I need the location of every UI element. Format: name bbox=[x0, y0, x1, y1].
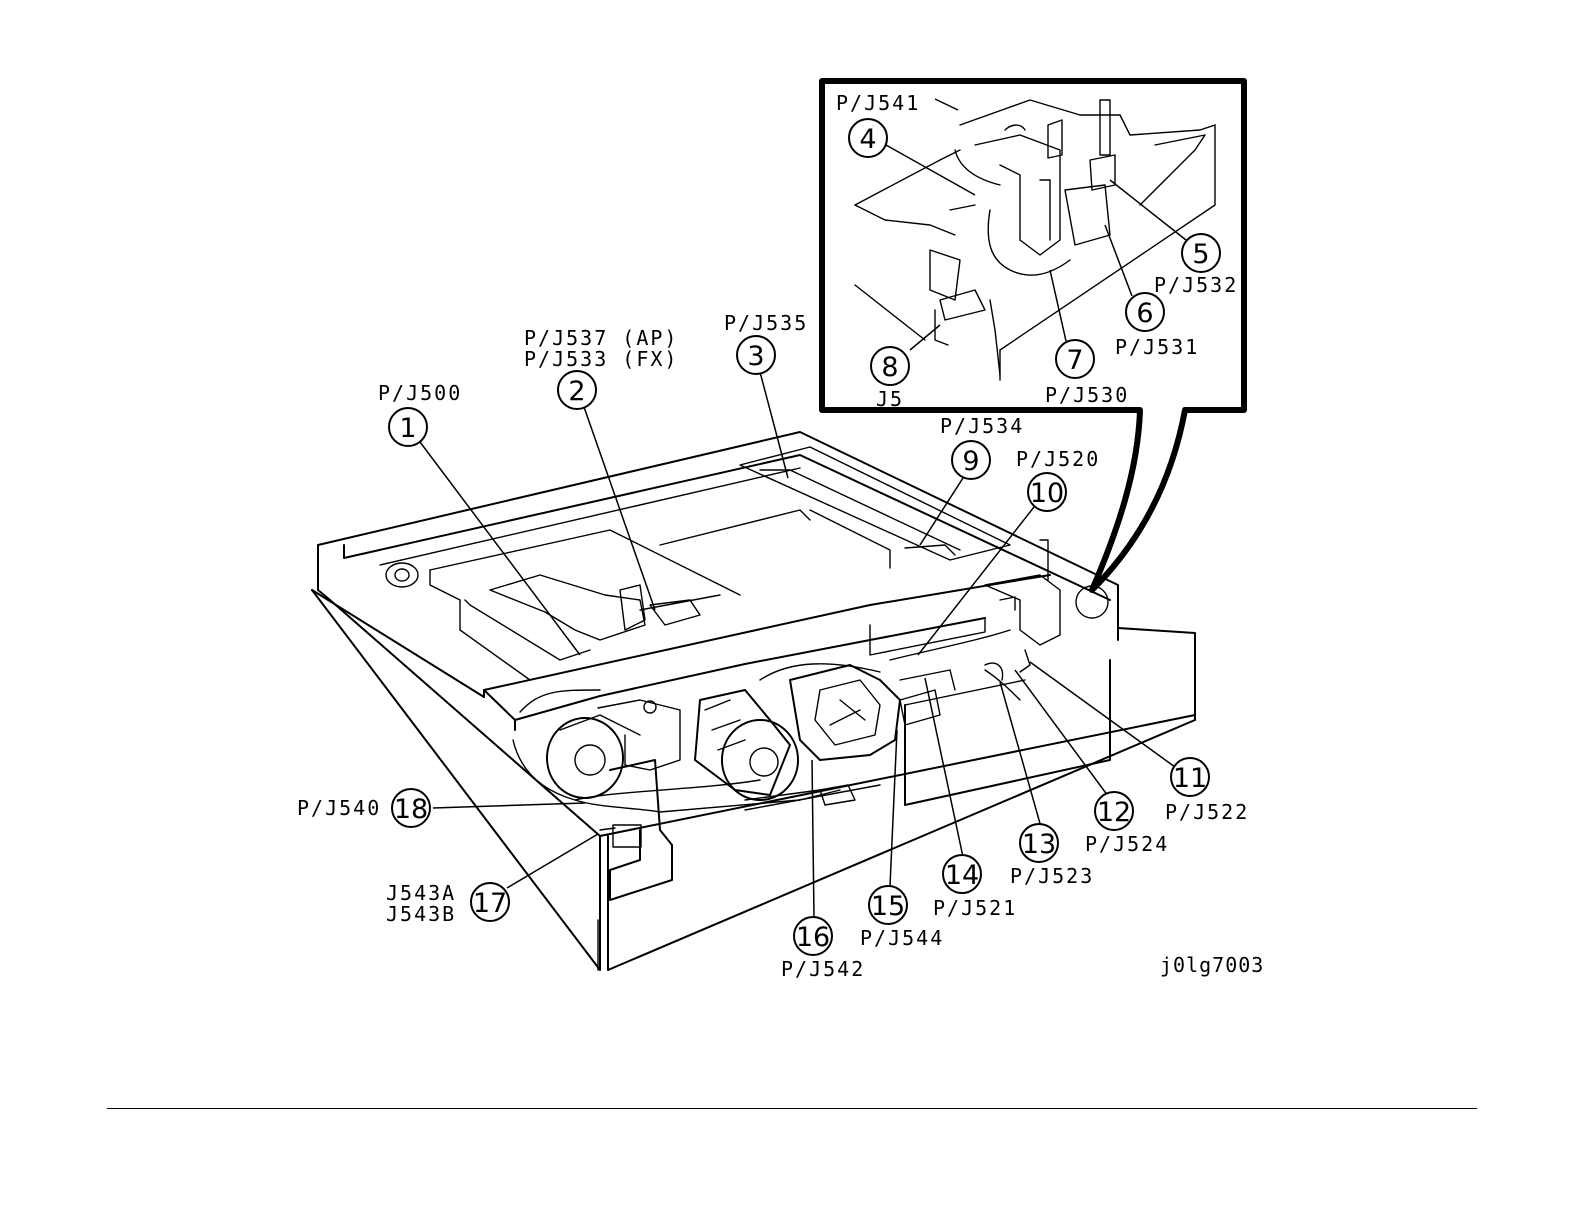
callout-number: 7 bbox=[1066, 345, 1083, 376]
callout-12: 12 P/J524 bbox=[1085, 792, 1169, 856]
connector-label: P/J530 bbox=[1045, 383, 1129, 407]
callout-number: 4 bbox=[859, 124, 876, 155]
connector-label: P/J535 bbox=[724, 311, 808, 335]
callout-3: 3 P/J535 bbox=[724, 311, 808, 374]
connector-label: P/J541 bbox=[836, 91, 920, 115]
callout-number: 5 bbox=[1192, 239, 1209, 270]
connector-label: P/J520 bbox=[1016, 447, 1100, 471]
callout-1: 1 P/J500 bbox=[378, 381, 462, 446]
callout-number: 11 bbox=[1173, 763, 1207, 794]
connector-label: J543B bbox=[386, 902, 456, 926]
connector-label: J5 bbox=[876, 387, 904, 411]
callout-number: 2 bbox=[568, 376, 585, 407]
callout-17: 17 J543A J543B bbox=[386, 881, 509, 926]
connector-label: P/J542 bbox=[781, 957, 865, 981]
connector-label: P/J534 bbox=[940, 414, 1024, 438]
callout-number: 8 bbox=[881, 352, 898, 383]
callout-9: 9 P/J534 bbox=[940, 414, 1024, 479]
callout-18: 18 P/J540 bbox=[297, 789, 430, 827]
callout-number: 3 bbox=[747, 341, 764, 372]
connector-label: P/J532 bbox=[1154, 273, 1238, 297]
callout-10: 10 P/J520 bbox=[1016, 447, 1100, 511]
callout-number: 14 bbox=[945, 860, 979, 891]
connector-label: P/J521 bbox=[933, 896, 1017, 920]
callout-13: 13 P/J523 bbox=[1010, 824, 1094, 888]
callout-number: 13 bbox=[1022, 829, 1056, 860]
callout-number: 15 bbox=[871, 891, 905, 922]
callout-number: 10 bbox=[1030, 478, 1064, 509]
connector-label: P/J531 bbox=[1115, 335, 1199, 359]
callout-number: 6 bbox=[1136, 298, 1153, 329]
connector-label: P/J544 bbox=[860, 926, 944, 950]
footer-rule bbox=[107, 1108, 1477, 1109]
callout-number: 1 bbox=[399, 413, 416, 444]
callout-number: 12 bbox=[1097, 797, 1131, 828]
callout-14: 14 P/J521 bbox=[933, 855, 1017, 920]
connector-label: P/J523 bbox=[1010, 864, 1094, 888]
connector-label: P/J500 bbox=[378, 381, 462, 405]
callout-15: 15 P/J544 bbox=[860, 886, 944, 950]
callout-2: 2 P/J537 (AP) P/J533 (FX) bbox=[524, 326, 678, 409]
callout-8: 8 J5 bbox=[871, 347, 909, 411]
connector-label: P/J533 (FX) bbox=[524, 347, 678, 371]
callout-number: 9 bbox=[962, 446, 979, 477]
callout-number: 18 bbox=[394, 794, 428, 825]
connector-label: P/J524 bbox=[1085, 832, 1169, 856]
connector-label: P/J522 bbox=[1165, 800, 1249, 824]
callout-number: 17 bbox=[473, 888, 507, 919]
callout-number: 16 bbox=[796, 922, 830, 953]
connector-label: P/J540 bbox=[297, 796, 381, 820]
figure-id: j0lg7003 bbox=[1160, 953, 1264, 977]
callout-16: 16 P/J542 bbox=[781, 917, 865, 981]
callout-11: 11 P/J522 bbox=[1165, 758, 1249, 824]
